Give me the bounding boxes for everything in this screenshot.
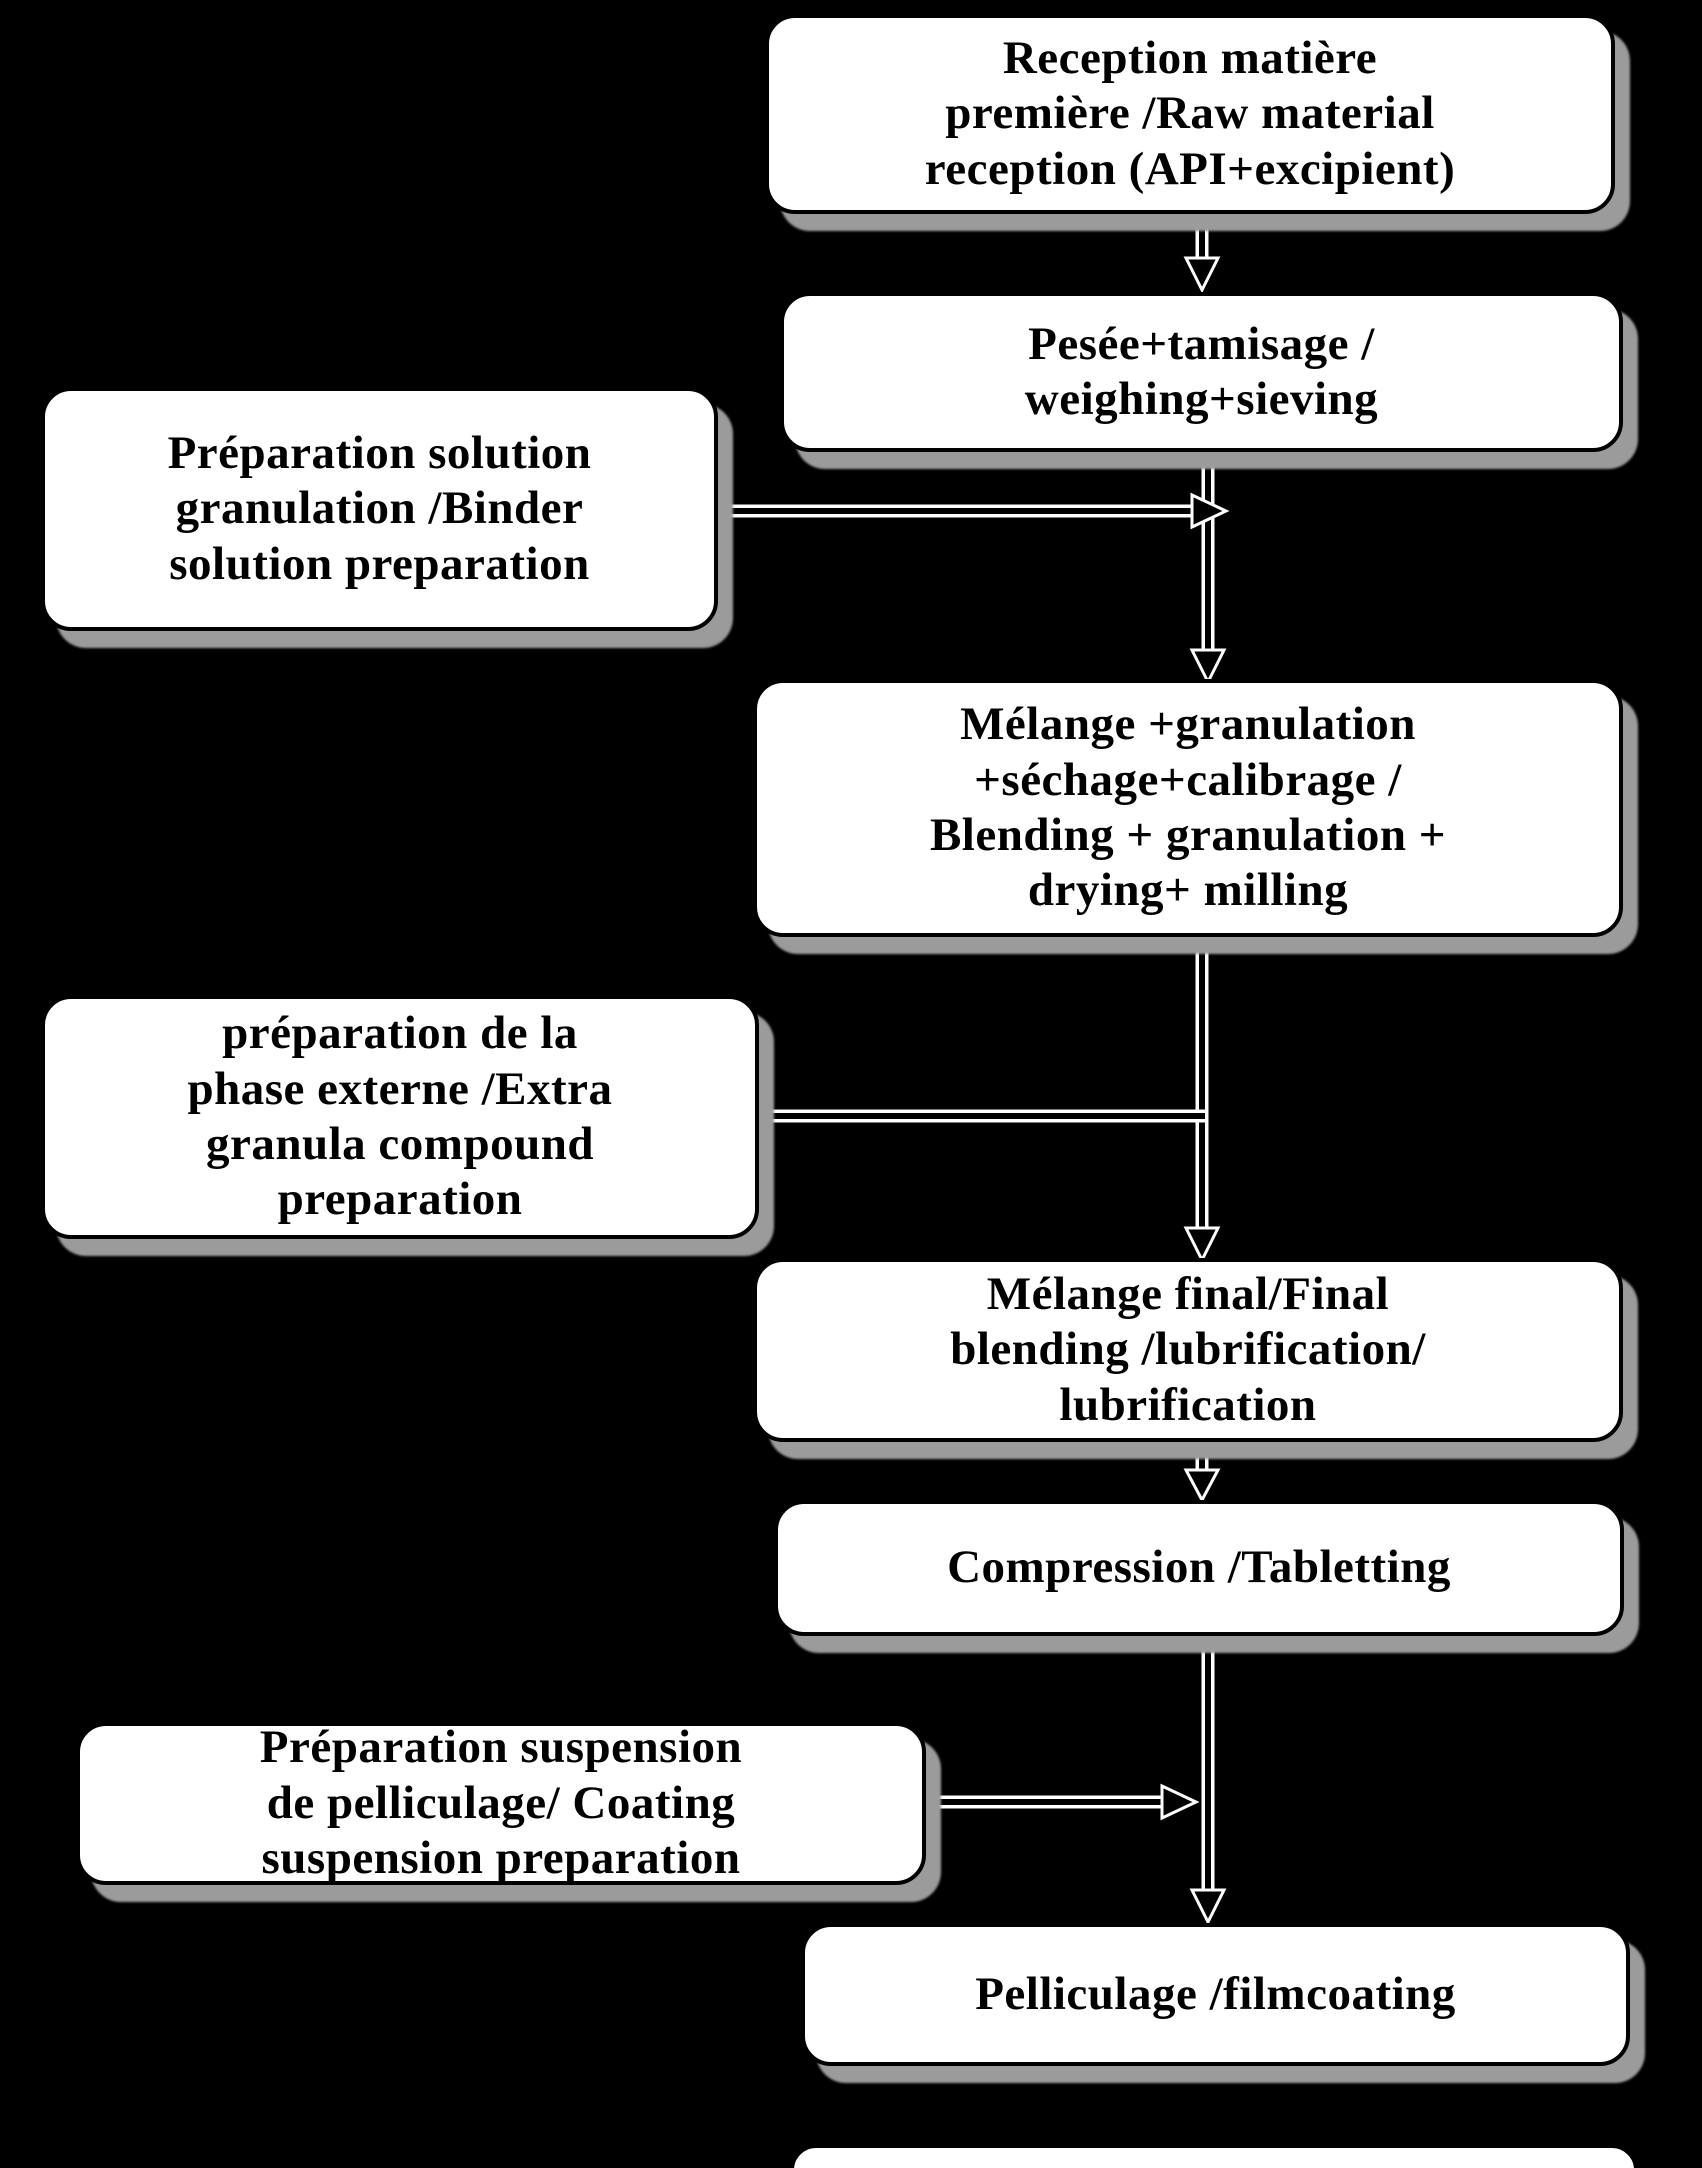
arrow-coating-suspension-inflow xyxy=(924,1783,1200,1821)
node-coating-suspension-label: Préparation suspension de pelliculage/ C… xyxy=(259,1721,743,1885)
node-extra-granula-compound-preparation: préparation de la phase externe /Extra g… xyxy=(41,995,759,1239)
node-filmcoating-label: Pelliculage /filmcoating xyxy=(975,1967,1456,2020)
node-raw-material-reception: Reception matière première /Raw material… xyxy=(765,14,1615,214)
arrow-blending-to-final xyxy=(1183,935,1221,1264)
node-blending-granulation-label: Mélange +granulation +séchage+calibrage … xyxy=(929,698,1447,917)
arrow-binder-solution-inflow xyxy=(716,492,1230,530)
arrow-final-to-compression xyxy=(1183,1440,1221,1504)
cropped-box-bottom-edge xyxy=(790,2144,1638,2168)
node-weighing-sieving: Pesée+tamisage / weighing+sieving xyxy=(780,292,1623,452)
node-binder-solution-label: Préparation solution granulation /Binder… xyxy=(167,426,592,590)
node-weighing-sieving-label: Pesée+tamisage / weighing+sieving xyxy=(1024,317,1379,425)
arrow-weighing-to-blending xyxy=(1189,450,1227,686)
node-final-blending-label: Mélange final/Final blending /lubrificat… xyxy=(950,1267,1426,1431)
node-coating-suspension-preparation: Préparation suspension de pelliculage/ C… xyxy=(76,1721,926,1885)
node-extra-granula-label: préparation de la phase externe /Extra g… xyxy=(187,1007,613,1226)
node-compression-tabletting: Compression /Tabletting xyxy=(774,1500,1624,1636)
arrow-raw-to-weighing xyxy=(1183,210,1221,294)
node-binder-solution-preparation: Préparation solution granulation /Binder… xyxy=(41,387,718,631)
node-blending-granulation-drying-milling: Mélange +granulation +séchage+calibrage … xyxy=(753,679,1623,937)
node-pelliculage-filmcoating: Pelliculage /filmcoating xyxy=(801,1923,1630,2066)
node-compression-label: Compression /Tabletting xyxy=(947,1541,1451,1594)
node-final-blending-lubrification: Mélange final/Final blending /lubrificat… xyxy=(753,1258,1623,1442)
arrow-compression-to-filmcoating xyxy=(1189,1634,1227,1926)
node-raw-material-reception-label: Reception matière première /Raw material… xyxy=(924,31,1456,195)
